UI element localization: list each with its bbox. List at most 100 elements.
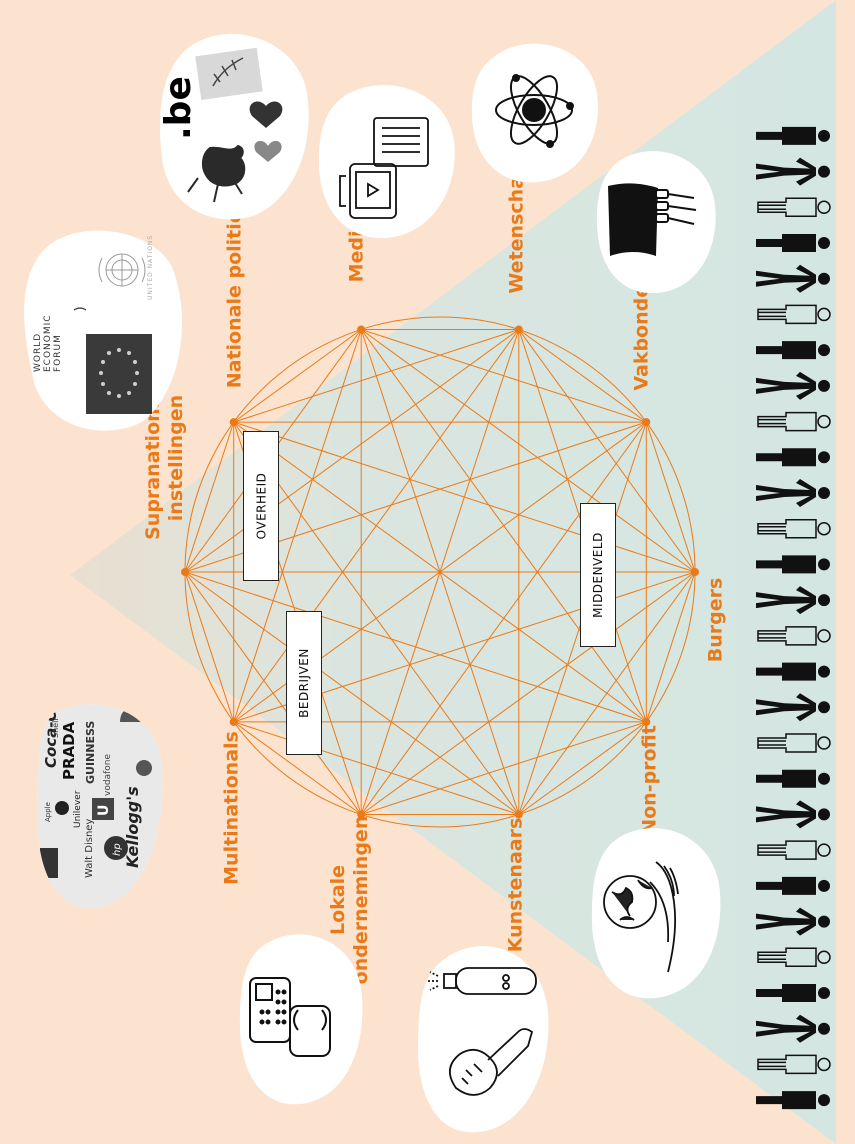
globe-hand-icon — [603, 861, 679, 973]
person-icon — [756, 693, 830, 722]
svg-text:vodafone: vodafone — [103, 754, 113, 796]
edge-lokale-nonprofit — [361, 721, 647, 815]
edge-nationale-nonprofit — [233, 421, 647, 723]
rooster-icon — [187, 144, 246, 203]
edge-multinationals-kunstenaars — [233, 721, 519, 815]
node-dot-kunstenaars — [514, 810, 523, 819]
person-icon — [756, 1014, 830, 1043]
person-icon — [757, 733, 831, 753]
un-text: UNITED NATIONS — [147, 235, 154, 300]
newspaper-tablet-icon — [339, 117, 429, 219]
feather-icon — [212, 57, 244, 87]
edge-supranationale-kunstenaars — [184, 571, 520, 815]
person-icon — [757, 518, 831, 539]
label-multinationals: Multinationals — [220, 731, 243, 885]
svg-text:LIPS: LIPS — [143, 874, 157, 904]
node-dot-multinationals — [229, 717, 238, 726]
multinationals-blob: Coca-Cola PRADA GUINNESS vodafone Kellog… — [36, 704, 163, 909]
edge-burgers-lokale — [360, 571, 696, 815]
person-icon — [756, 662, 830, 681]
person-icon — [757, 304, 831, 325]
world-economic-forum-logo: WORLDECONOMICFORUM — [33, 307, 87, 372]
svg-text:Apple: Apple — [44, 802, 52, 822]
person-icon — [757, 840, 831, 860]
person-icon — [756, 907, 830, 936]
svg-text:GUINNESS: GUINNESS — [84, 721, 97, 784]
person-icon — [756, 157, 830, 186]
person-icon — [756, 234, 830, 252]
citizens-row — [756, 126, 831, 1110]
label-nationale-politiek: Nationale politiek — [223, 197, 246, 389]
edge-media-nationale — [233, 329, 362, 423]
edge-media-nonprofit — [360, 329, 647, 723]
group-label-overheid: OVERHEID — [254, 472, 268, 540]
union-flag-icon — [608, 183, 697, 256]
media-blob — [318, 85, 455, 239]
group-box-middenveld: MIDDENVELD — [580, 503, 616, 647]
svg-text:U: U — [96, 805, 112, 816]
eu-flag-icon — [86, 334, 152, 414]
edge-media-multinationals — [233, 329, 362, 723]
logo-grey-panel — [195, 47, 263, 100]
label-non-profit: Non-profit — [638, 725, 661, 835]
non-profit-blob — [591, 828, 721, 999]
node-dot-lokale — [357, 810, 366, 819]
group-label-middenveld: MIDDENVELD — [591, 532, 605, 618]
edge-nationale-supranationale — [184, 421, 235, 573]
svg-text:PRADA: PRADA — [60, 721, 78, 780]
atom-icon — [495, 74, 574, 148]
edge-vakbonden-wetenschap — [518, 329, 647, 423]
label-burgers: Burgers — [704, 577, 727, 663]
svg-text:hp: hp — [112, 843, 123, 856]
edge-nationale-kunstenaars — [233, 421, 520, 815]
edge-burgers-nonprofit — [645, 571, 696, 723]
label-kunstenaars: Kunstenaars — [504, 817, 527, 953]
node-dot-wetenschap — [514, 325, 523, 334]
be-logo: .be — [158, 76, 199, 140]
person-icon — [756, 586, 830, 615]
svg-text:Kellogg's: Kellogg's — [123, 786, 142, 868]
group-box-overheid: OVERHEID — [243, 431, 279, 581]
person-icon — [756, 448, 830, 467]
node-dot-nationale — [229, 418, 238, 427]
artists-blob — [418, 946, 549, 1133]
person-icon — [756, 769, 830, 788]
node-dot-media — [357, 325, 366, 334]
svg-text:WORLDECONOMICFORUM: WORLDECONOMICFORUM — [33, 314, 63, 372]
person-icon — [757, 197, 831, 218]
trade-unions-blob — [596, 151, 716, 294]
person-icon — [757, 947, 831, 968]
node-dot-vakbonden — [642, 418, 651, 427]
person-icon — [756, 876, 830, 895]
science-blob — [471, 43, 598, 183]
national-politics-blob: .be — [158, 33, 309, 220]
edge-supranationale-multinationals — [184, 571, 235, 723]
brand-logos-collage: Coca-Cola PRADA GUINNESS vodafone Kellog… — [36, 704, 163, 909]
group-label-bedrijven: BEDRIJVEN — [297, 648, 311, 718]
person-icon — [757, 1054, 831, 1075]
node-dot-supranationale — [181, 568, 189, 576]
node-dot-nonprofit — [642, 717, 651, 726]
local-business-blob — [239, 934, 363, 1105]
edge-supranationale-lokale — [184, 571, 362, 815]
svg-text:Walt Disney: Walt Disney — [84, 819, 95, 878]
person-icon — [757, 626, 831, 646]
edge-wetenschap-supranationale — [184, 329, 520, 573]
person-icon — [756, 555, 830, 574]
svg-text:Shell: Shell — [51, 718, 60, 738]
microphone-icon — [449, 1028, 534, 1096]
edge-supranationale-nonprofit — [184, 571, 647, 723]
person-icon — [756, 371, 830, 400]
svg-text:Unilever: Unilever — [73, 790, 83, 828]
person-icon — [756, 984, 830, 1002]
person-icon — [756, 264, 830, 293]
person-icon — [756, 126, 830, 145]
edge-multinationals-lokale — [233, 721, 362, 815]
cash-register-icon — [249, 977, 331, 1057]
spray-can-icon — [428, 967, 537, 995]
person-icon — [756, 800, 830, 829]
person-icon — [756, 1091, 830, 1110]
person-icon — [756, 341, 830, 360]
group-box-bedrijven: BEDRIJVEN — [286, 611, 322, 755]
